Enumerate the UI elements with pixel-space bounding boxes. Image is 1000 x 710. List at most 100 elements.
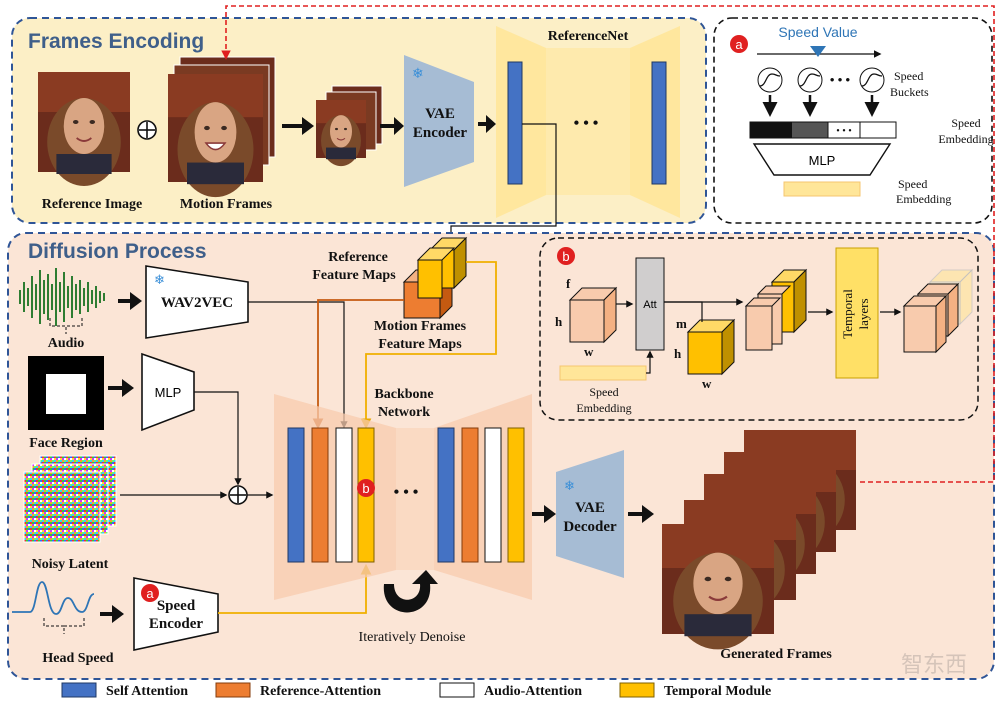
legend-swatch-self-attention	[61, 682, 97, 698]
svg-text:Speed: Speed	[157, 598, 196, 614]
backbone-network: • • •	[274, 394, 532, 600]
noisy-latent-label: Noisy Latent	[32, 557, 109, 572]
arrow-to-referencenet	[478, 115, 496, 133]
ref-to-backbone	[312, 299, 404, 430]
arrow-to-vae	[380, 117, 404, 135]
temporal-panel-badge	[557, 247, 575, 265]
snowflake-icon: ❄	[412, 67, 424, 82]
referencenet-link	[450, 123, 557, 238]
svg-text:• • •: • • •	[394, 484, 419, 501]
svg-text:Network: Network	[378, 405, 430, 420]
svg-text:Decoder: Decoder	[563, 519, 617, 535]
concat-cubes	[744, 268, 808, 351]
svg-text:Temporal: Temporal	[840, 289, 855, 339]
svg-text:Speed: Speed	[589, 385, 618, 399]
legend-swatch-audio-attention	[439, 682, 475, 698]
speed-value-pointer	[810, 46, 826, 57]
snowflake-icon: ❄	[564, 478, 575, 493]
svg-text:Feature Maps: Feature Maps	[378, 337, 462, 352]
face-mlp: MLP	[141, 352, 195, 432]
svg-text:w: w	[702, 376, 712, 391]
motion-cube	[686, 318, 736, 376]
diffusion-process-title: Diffusion Process	[28, 240, 207, 263]
motion-frames-label: Motion Frames	[180, 197, 273, 212]
legend: Self Attention Reference-Attention Audio…	[61, 682, 771, 699]
wav2vec-encoder: ❄ WAV2VEC	[145, 265, 249, 339]
speed-encoder-badge	[141, 584, 159, 602]
svg-text:Speed: Speed	[898, 177, 927, 191]
svg-text:VAE: VAE	[575, 500, 605, 516]
svg-text:Buckets: Buckets	[890, 85, 929, 99]
svg-text:layers: layers	[856, 298, 871, 329]
referencenet: • • •	[496, 26, 680, 218]
head-speed-label: Head Speed	[42, 651, 113, 666]
arrow-face	[108, 379, 134, 397]
output-cubes	[902, 268, 974, 354]
snowflake-icon: ❄	[154, 272, 165, 287]
svg-text:Feature Maps: Feature Maps	[312, 268, 396, 283]
face-region-label: Face Region	[29, 436, 103, 451]
arrow-audio	[118, 292, 142, 310]
reference-image	[37, 71, 131, 187]
arrow-to-generated	[628, 505, 654, 523]
reference-feature-maps-label: Reference	[328, 250, 388, 265]
legend-label-reference-attention: Reference-Attention	[260, 684, 381, 699]
svg-text:MLP: MLP	[809, 153, 836, 168]
referencenet-label: ReferenceNet	[548, 29, 629, 44]
svg-text:Att: Att	[643, 299, 656, 311]
arrow-to-stack	[282, 117, 314, 135]
iteratively-denoise-label: Iteratively Denoise	[359, 630, 466, 645]
motion-feature-cubes	[416, 236, 468, 299]
motion-frames-stack	[167, 56, 276, 198]
audio-waveform	[19, 268, 105, 326]
legend-swatch-reference-attention	[215, 682, 251, 698]
svg-text:b: b	[362, 481, 369, 496]
temporal-speed-embedding	[559, 365, 647, 381]
speed-panel-badge	[730, 35, 748, 53]
svg-text:Speed: Speed	[894, 69, 923, 83]
backbone-badge	[357, 479, 375, 497]
speed-value-label: Speed Value	[778, 24, 857, 40]
svg-text:a: a	[735, 37, 743, 52]
attention-block: Att	[635, 257, 665, 351]
svg-text:Encoder: Encoder	[413, 125, 468, 141]
svg-text:• • •: • • •	[836, 126, 852, 137]
plus-icon	[137, 120, 157, 140]
generated-frames-label: Generated Frames	[720, 647, 832, 662]
svg-text:• • •: • • •	[574, 115, 599, 132]
motion-feature-maps-label: Motion Frames	[374, 319, 467, 334]
svg-text:b: b	[562, 249, 569, 264]
motion-feedback-link	[221, 5, 995, 483]
speed-to-backbone	[218, 563, 372, 614]
svg-text:a: a	[146, 586, 154, 601]
speed-embedding-bar: • • •	[749, 121, 897, 139]
vae-encoder: ❄ VAE Encoder	[404, 55, 474, 187]
legend-label-temporal-module: Temporal Module	[664, 684, 771, 699]
speed-buckets: • • •	[757, 67, 885, 117]
legend-swatch-temporal-module	[619, 682, 655, 698]
vae-decoder: ❄ VAE Decoder	[556, 450, 624, 578]
speed-mlp: MLP	[752, 143, 892, 176]
svg-text:h: h	[555, 314, 563, 329]
svg-text:MLP: MLP	[155, 385, 182, 400]
speed-embedding-output	[783, 181, 861, 197]
small-frames-stack	[315, 85, 383, 167]
svg-text:VAE: VAE	[425, 106, 455, 122]
legend-label-self-attention: Self Attention	[106, 684, 188, 699]
svg-text:w: w	[584, 344, 594, 359]
legend-label-audio-attention: Audio-Attention	[484, 684, 582, 699]
svg-text:Speed: Speed	[951, 116, 980, 130]
svg-text:Encoder: Encoder	[149, 616, 204, 632]
audio-label: Audio	[48, 336, 85, 351]
arrow-to-decoder	[532, 505, 556, 523]
svg-text:WAV2VEC: WAV2VEC	[161, 295, 233, 311]
svg-text:f: f	[566, 276, 571, 291]
backbone-label: Backbone	[374, 387, 433, 402]
head-speed-curve	[12, 581, 95, 615]
noisy-latent-image	[23, 455, 117, 543]
plus-icon	[228, 485, 248, 505]
wav2vec-to-backbone	[248, 301, 348, 429]
svg-text:Embedding: Embedding	[938, 132, 993, 146]
denoise-loop-icon	[383, 570, 438, 613]
